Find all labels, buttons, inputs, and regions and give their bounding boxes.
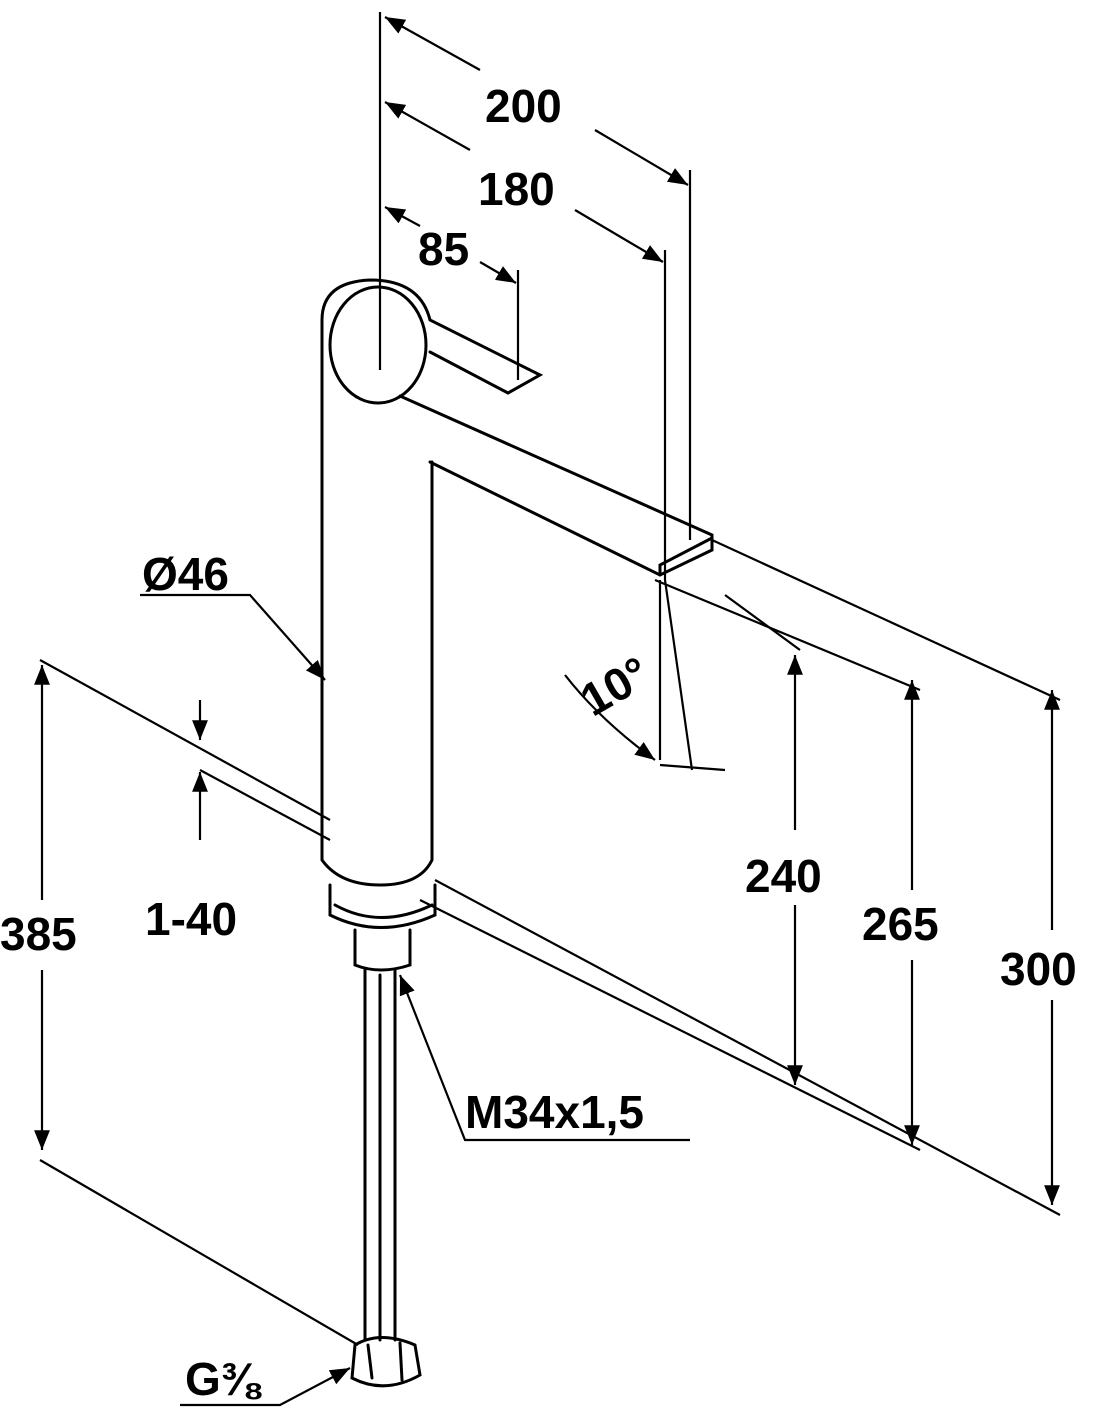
top-dimensions [378,12,692,580]
left-dimensions [34,593,690,1407]
diameter-label: Ø46 [142,548,229,600]
angle-label: 10° [572,646,658,726]
dim-200-label: 200 [485,80,562,132]
height-265-label: 265 [862,898,939,950]
height-385-label: 385 [0,908,77,960]
height-240-label: 240 [745,850,822,902]
dim-180-label: 180 [478,163,555,215]
height-300-label: 300 [1000,943,1077,995]
dim-85-label: 85 [418,223,469,275]
faucet-body [320,278,714,1388]
angle-indicator [564,579,726,772]
thread-label: M34x1,5 [465,1086,644,1138]
connection-label: G⅜ [185,1353,262,1405]
height-dimensions [419,539,1061,1216]
thickness-label: 1-40 [145,893,237,945]
